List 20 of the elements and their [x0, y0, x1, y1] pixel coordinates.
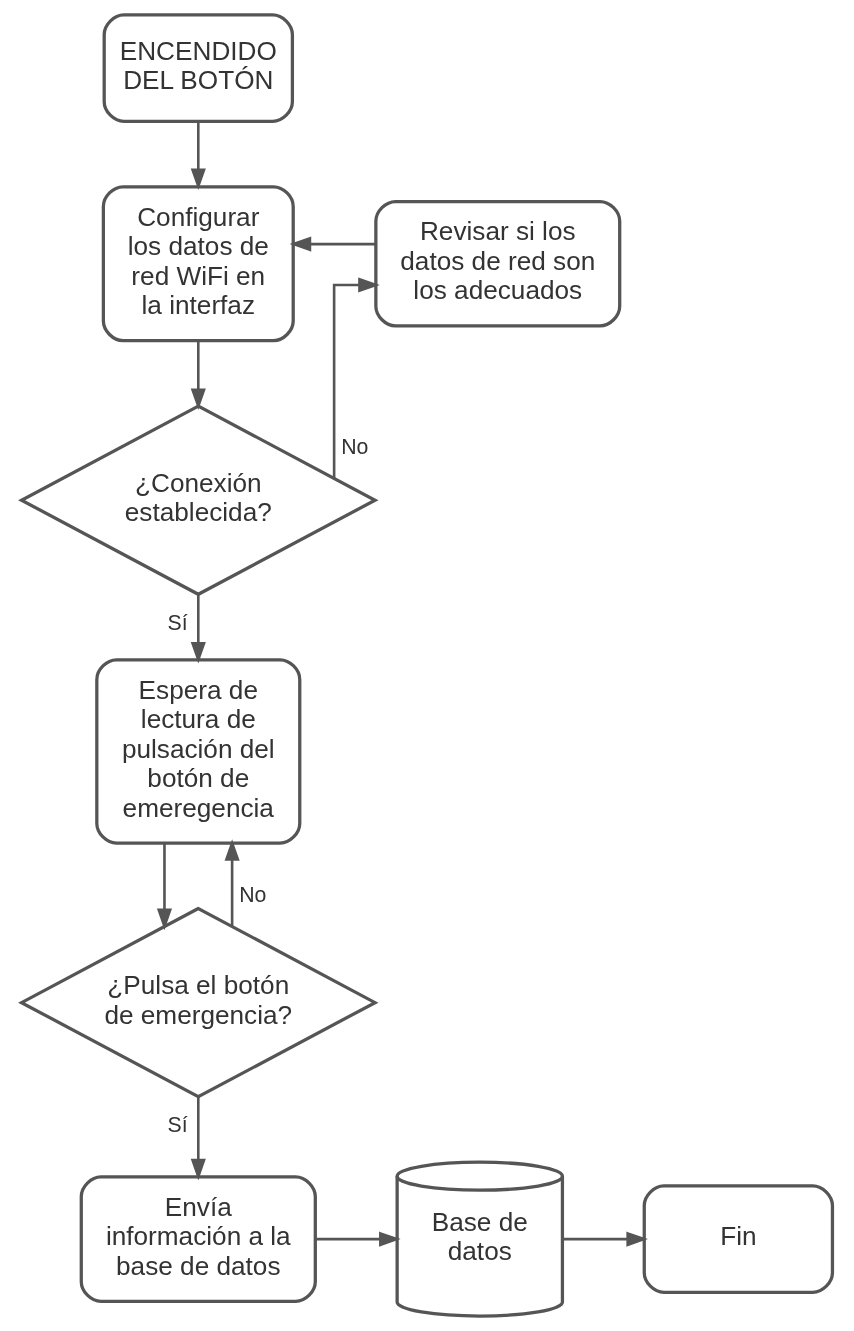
edge-label: No	[341, 435, 369, 460]
edge-label: Sí	[167, 610, 188, 635]
node-box: Configurar los datos de red WiFi en la interfaz	[101, 185, 295, 343]
node-box: Revisar si los datos de red son los adecuados	[374, 199, 622, 328]
node-box: Envía información a la base de datos	[79, 1175, 317, 1303]
node-box: Espera de lectura de pulsación del botón de emeregencia	[95, 658, 302, 845]
node-box: ENCENDIDO DEL BOTÓN	[102, 13, 295, 123]
arrow	[156, 843, 173, 931]
arrow	[316, 1231, 401, 1247]
arrow	[332, 277, 380, 478]
edge-label: No	[239, 882, 267, 907]
arrow	[190, 1096, 206, 1181]
edge-label: Sí	[167, 1112, 188, 1137]
arrow	[563, 1231, 648, 1247]
arrow	[190, 121, 206, 191]
arrow	[190, 594, 206, 664]
arrow	[190, 341, 206, 411]
arrow	[224, 839, 240, 926]
arrow	[289, 236, 376, 252]
node-box: Fin	[642, 1184, 835, 1294]
